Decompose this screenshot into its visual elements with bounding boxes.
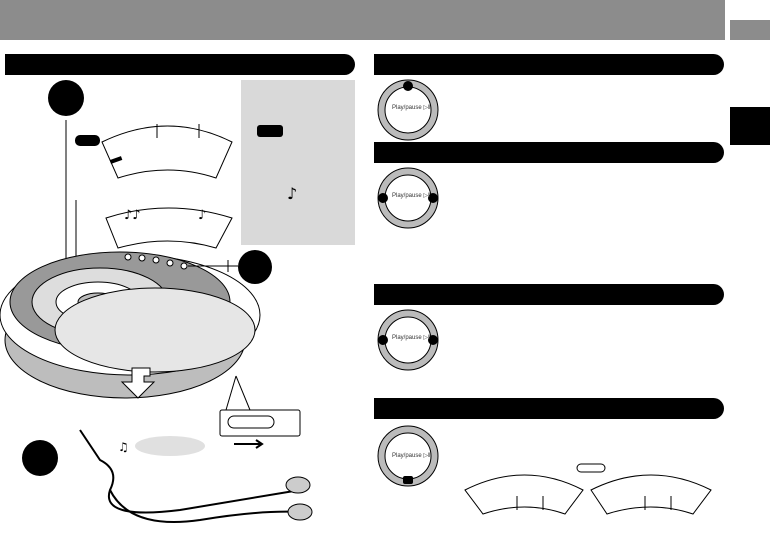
play-pause-label-2: Play/pause ▷‖ [392,193,431,199]
arc-note-right: ♪ [198,208,207,223]
info-panel: ♪ [241,80,355,245]
control-dial-4 [377,425,439,487]
step-marker-1 [48,80,84,116]
top-right-bar [730,20,770,40]
control-dial-2 [377,167,439,229]
section-header-4 [374,398,724,419]
control-dial-1 [377,79,439,141]
arc-notes-left: ♪♪ [124,208,141,223]
step-marker-4 [22,440,58,476]
section-tab-marker [730,107,770,145]
display-indicator [257,125,283,137]
section-header-1 [374,54,724,75]
cd-player-illustration [0,120,313,523]
play-pause-label-3: Play/pause ▷‖ [392,335,431,341]
play-pause-label-4: Play/pause ▷‖ [392,453,431,459]
step-marker-2 [238,250,272,284]
music-note-icon: ♪ [287,184,298,203]
arc-displays-bottom [464,463,712,515]
section-header-left [5,54,355,75]
section-header-3 [374,284,724,305]
headphone-icon: ♫ [118,440,129,454]
play-pause-label-1: Play/pause ▷‖ [392,105,431,111]
section-header-2 [374,142,724,163]
top-title-bar [0,0,725,40]
control-dial-3 [377,309,439,371]
